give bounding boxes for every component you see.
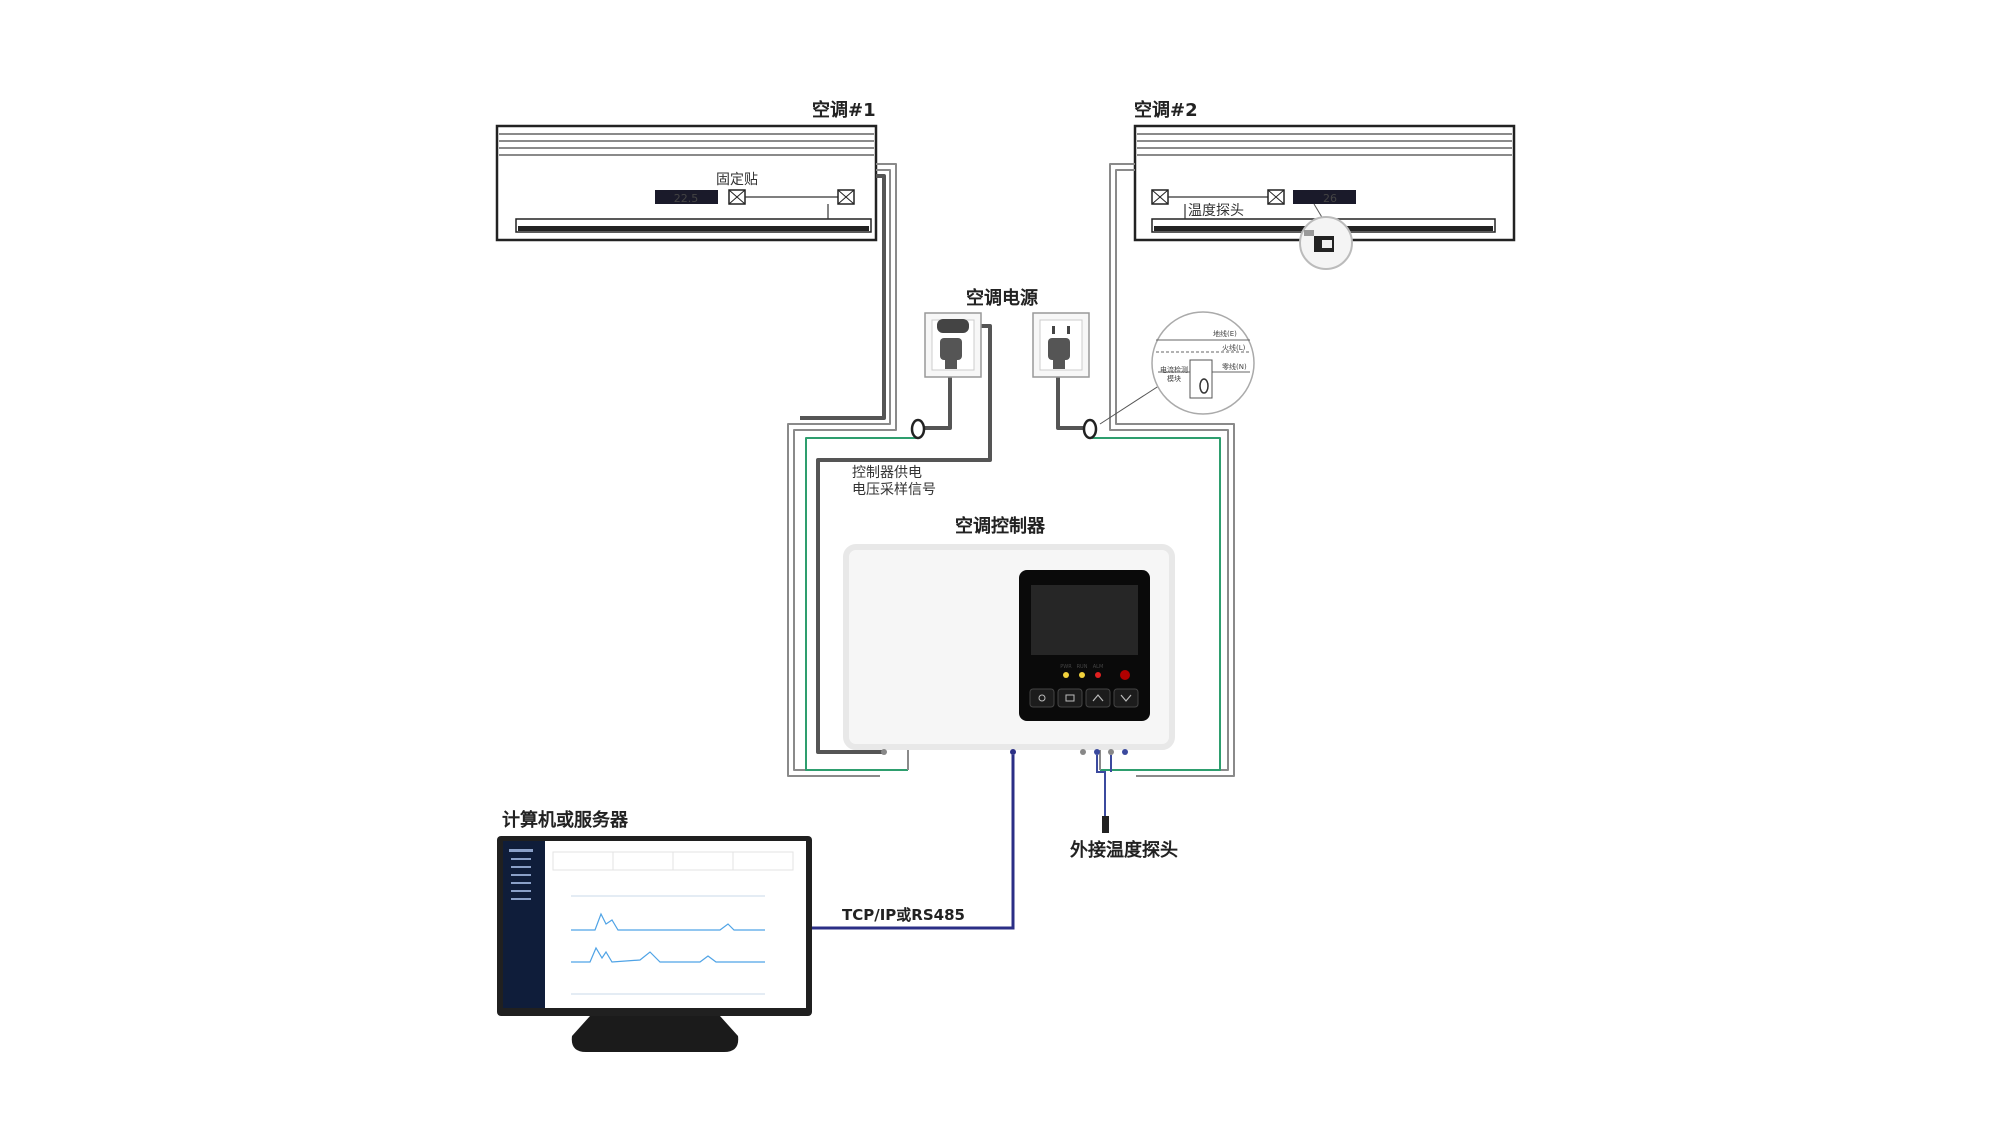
controller-power-button[interactable]: [1120, 670, 1130, 680]
ac-2-display-panel: [1293, 190, 1356, 204]
computer-monitor: [497, 836, 812, 1052]
ac-unit-1: 22.5: [495, 124, 878, 242]
controller-led-pwr: [1063, 672, 1069, 678]
ir-receiver-magnifier: [1299, 203, 1353, 270]
monitor-stand: [571, 1016, 739, 1052]
ac-1-display-panel: [655, 190, 718, 204]
ac-2-probe-box: [1267, 189, 1285, 205]
controller-supply-label-line2: 电压采样信号: [852, 482, 936, 498]
inset-live-wire: 火线(L): [1222, 343, 1246, 352]
ac-controller-device: PWR RUN ALM: [843, 544, 1175, 755]
monitor-charts: [571, 895, 765, 995]
ac-2-title: 空调#2: [1134, 99, 1198, 121]
led-label-run: RUN: [1077, 664, 1088, 670]
ac-1-title: 空调#1: [812, 99, 876, 121]
wall-socket-left: [924, 312, 982, 378]
external-probe-label: 外接温度探头: [1070, 839, 1178, 861]
inset-current-module-line2: 模块: [1167, 374, 1181, 383]
led-label-alm: ALM: [1093, 664, 1104, 670]
inset-ground-wire: 地线(E): [1213, 329, 1237, 338]
controller-supply-label-line1: 控制器供电: [852, 465, 922, 481]
cables: [787, 163, 1235, 777]
controller-screen: [1031, 585, 1138, 655]
inset-current-module-line1: 电流检测: [1160, 365, 1188, 374]
wall-socket-right: [1032, 312, 1090, 378]
tcp-rs485-label: TCP/IP或RS485: [842, 906, 965, 924]
fixed-sticker-label: 固定贴: [716, 172, 758, 188]
monitor-sidebar: [503, 841, 545, 1008]
ac-1-sensor-clip: [837, 189, 855, 205]
controller-led-run: [1079, 672, 1085, 678]
ac-2-sensor-clip: [1151, 189, 1169, 205]
temp-probe-label: 温度探头: [1188, 203, 1244, 219]
computer-title: 计算机或服务器: [502, 809, 629, 831]
controller-button-menu[interactable]: [1057, 688, 1083, 708]
ac-unit-2: 26: [1133, 124, 1516, 270]
controller-button-down[interactable]: [1113, 688, 1139, 708]
ac-2-display-value: 26: [1323, 192, 1337, 205]
ac-power-label: 空调电源: [966, 287, 1038, 309]
controller-button-up[interactable]: [1085, 688, 1111, 708]
inset-neutral-wire: 零线(N): [1222, 362, 1247, 371]
controller-led-alm: [1095, 672, 1101, 678]
controller-title: 空调控制器: [955, 515, 1046, 537]
controller-button-back[interactable]: [1029, 688, 1055, 708]
breaker-inset: 地线(E) 火线(L) 零线(N) 电流检测 模块: [1099, 311, 1255, 425]
current-clamp-left: [910, 418, 926, 440]
fixed-sticker-box: [728, 189, 746, 205]
current-clamp-right: [1082, 418, 1098, 440]
led-label-pwr: PWR: [1060, 664, 1072, 670]
network-cable: [812, 755, 1015, 930]
external-temp-probe: [1096, 755, 1112, 833]
ac-1-display-value: 22.5: [674, 192, 699, 205]
